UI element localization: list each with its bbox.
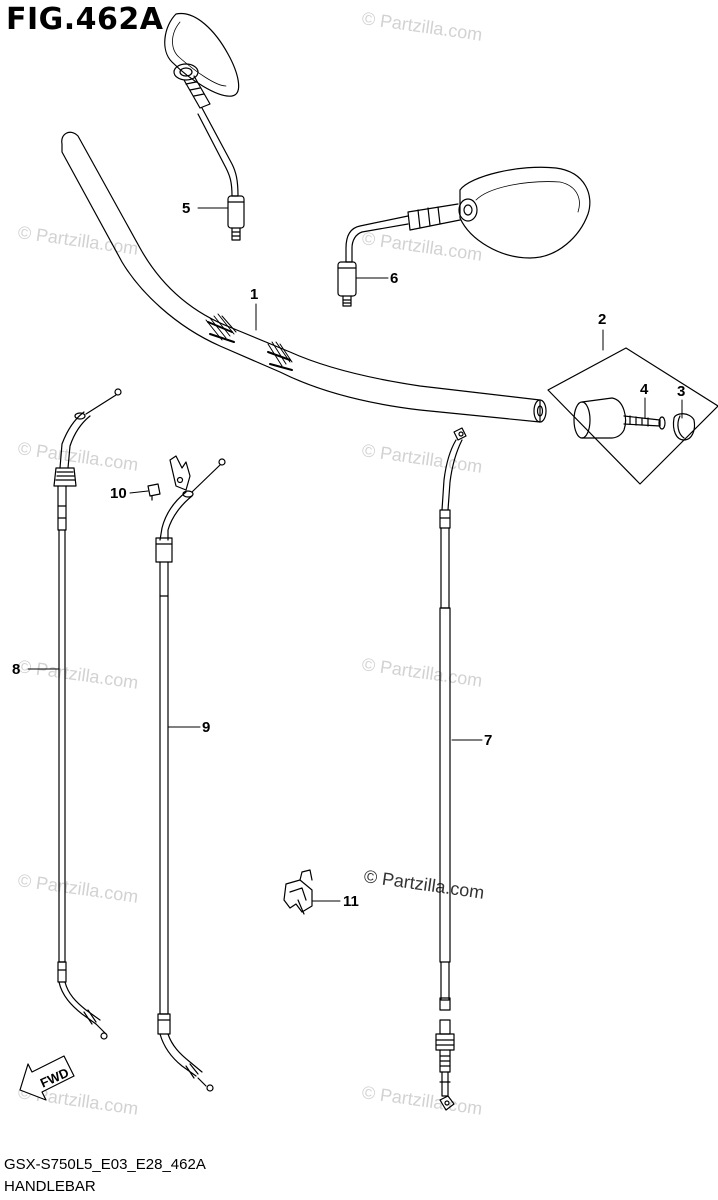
fwd-arrow: FWD <box>19 1055 75 1101</box>
callout-3[interactable]: 3 <box>677 383 686 400</box>
callout-8[interactable]: 8 <box>12 661 21 678</box>
right-mirror-part-6 <box>337 166 591 307</box>
callout-10[interactable]: 10 <box>110 485 127 502</box>
figure-code: GSX-S750L5_E03_E28_462A <box>4 1156 206 1173</box>
leader-lines <box>27 207 683 902</box>
balancer-assembly-part-2 <box>547 347 718 485</box>
callout-7[interactable]: 7 <box>484 732 493 749</box>
callout-6[interactable]: 6 <box>390 270 399 287</box>
throttle-cable-part-8 <box>53 388 122 1040</box>
callout-11[interactable]: 11 <box>343 893 359 910</box>
callout-5[interactable]: 5 <box>182 200 191 217</box>
figure-title: FIG.462A <box>6 2 164 37</box>
left-mirror-part-5 <box>164 12 245 241</box>
clutch-cable-part-7 <box>435 427 467 1111</box>
clamp-part-11 <box>283 869 313 915</box>
callout-4[interactable]: 4 <box>640 381 649 398</box>
throttle-cable-part-9 <box>155 455 226 1092</box>
figure-name: HANDLEBAR <box>4 1178 96 1195</box>
handlebar-part-1 <box>61 131 547 423</box>
callout-1[interactable]: 1 <box>250 286 259 303</box>
callout-9[interactable]: 9 <box>202 719 211 736</box>
callout-2[interactable]: 2 <box>598 311 607 328</box>
screw-part-10 <box>147 483 161 501</box>
